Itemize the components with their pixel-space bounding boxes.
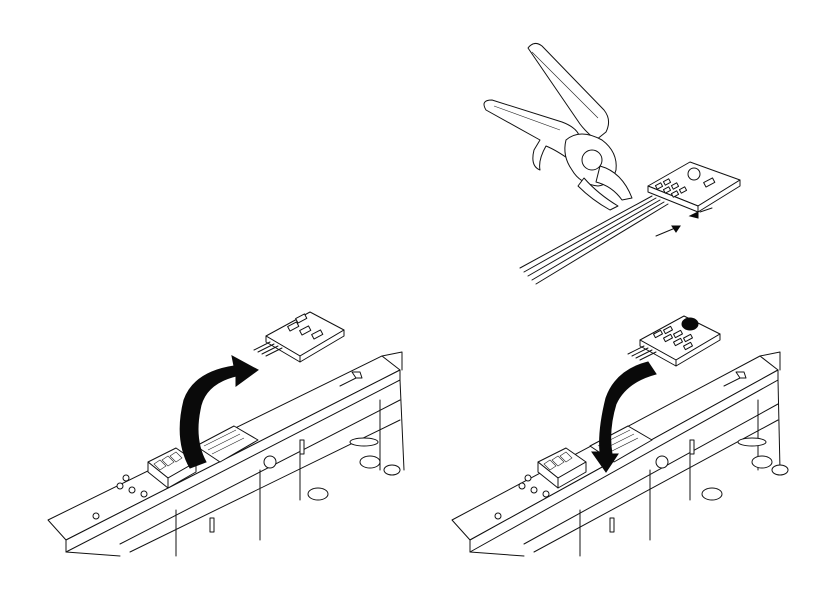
remove-decoder-from-locomotive-icon: [48, 312, 404, 556]
side-cutter-trimming-decoder-wires-icon: [484, 43, 740, 284]
insert-decoder-into-locomotive-icon: [452, 316, 788, 556]
